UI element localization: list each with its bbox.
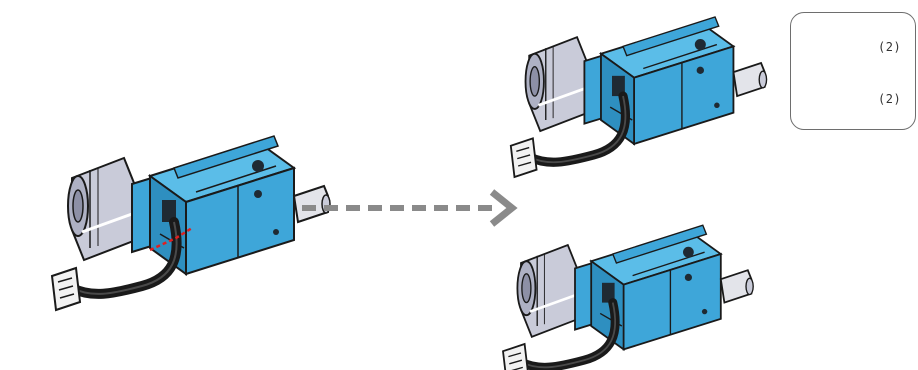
part-quantity-cable: (2) [878,92,901,106]
next-step-arrow-icon [302,192,512,224]
assembly-connect-step [52,136,330,310]
parts-list-box [790,12,916,130]
part-quantity-bracket: (2) [878,40,901,54]
assembly-result-bottom [503,225,753,370]
assembly-result-top [511,17,767,177]
